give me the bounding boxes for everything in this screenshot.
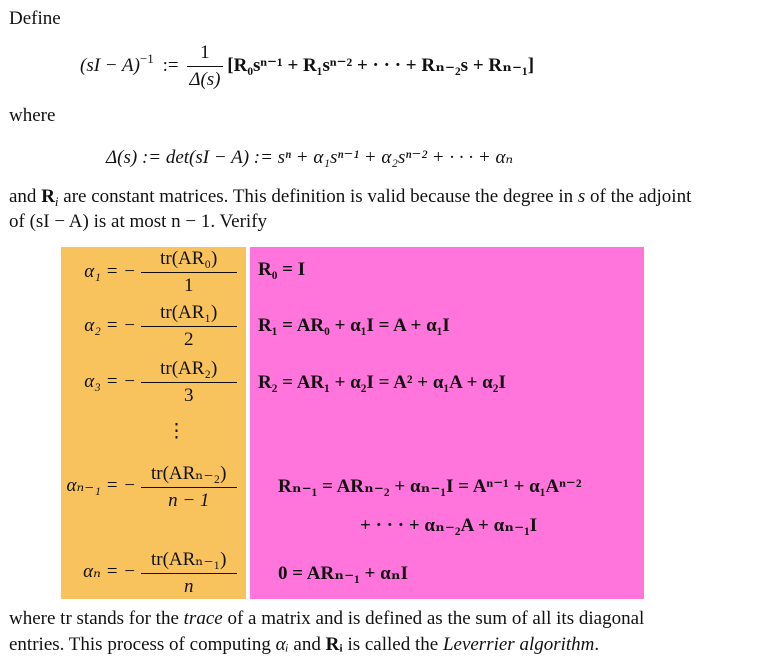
r0-equation: R₀ = I — [258, 259, 306, 280]
alpha-n-equation: αₙ = − tr(ARₙ₋₁)n — [66, 548, 242, 598]
alpha-coefficients-panel — [61, 247, 246, 599]
eq1-lhs: (sI − A) — [80, 54, 140, 76]
characteristic-polynomial: Δ(s) := det(sI − A) := sⁿ + α₁sⁿ⁻¹ + α₂s… — [106, 147, 514, 168]
r2-equation: R₂ = AR₁ + α₂I = A² + α₁A + α₂I — [258, 372, 506, 393]
eq1-lhs-sup: −1 — [139, 50, 154, 66]
define-label: Define — [9, 8, 61, 29]
zero-equation: 0 = ARₙ₋₁ + αₙI — [278, 563, 408, 584]
r1-equation: R₁ = AR₀ + α₁I = A + α₁I — [258, 315, 450, 336]
paragraph-line-2: of (sI − A) is at most n − 1. Verify — [9, 211, 268, 232]
r-n-minus-1-equation: Rₙ₋₁ = ARₙ₋₂ + αₙ₋₁I = Aⁿ⁻¹ + α₁Aⁿ⁻² — [278, 476, 582, 497]
alpha-3-equation: α₃ = − tr(AR₂)3 — [66, 358, 242, 407]
eq1-frac-den: Δ(s) — [189, 69, 221, 90]
r-n-minus-1-continuation: + · · · + αₙ₋₂A + αₙ₋₁I — [360, 515, 538, 536]
where-label: where — [9, 105, 56, 126]
alpha-2-equation: α₂ = − tr(AR₁)2 — [66, 302, 242, 351]
eq1-fraction: 1 Δ(s) — [187, 42, 223, 91]
eq1-assign: := — [162, 54, 179, 76]
paragraph-line-1: and Ri are constant matrices. This defin… — [9, 186, 692, 209]
alpha-1-equation: α₁ = − tr(AR₀)1 — [66, 248, 242, 297]
outro-line-1: where tr stands for the trace of a matri… — [9, 608, 645, 629]
outro-line-2: entries. This process of computing αᵢ an… — [9, 634, 600, 655]
resolvent-equation: (sI − A)−1 := 1 Δ(s) [R₀sⁿ⁻¹ + R₁sⁿ⁻² + … — [80, 42, 534, 91]
vertical-ellipsis: ⋮ — [167, 421, 186, 442]
r-matrices-panel — [250, 247, 644, 599]
eq1-rhs: [R₀sⁿ⁻¹ + R₁sⁿ⁻² + · · · + Rₙ₋₂s + Rₙ₋₁] — [227, 54, 535, 76]
alpha-n-minus-1-equation: αₙ₋₁ = − tr(ARₙ₋₂)n − 1 — [52, 462, 242, 512]
eq1-frac-num: 1 — [200, 42, 210, 63]
